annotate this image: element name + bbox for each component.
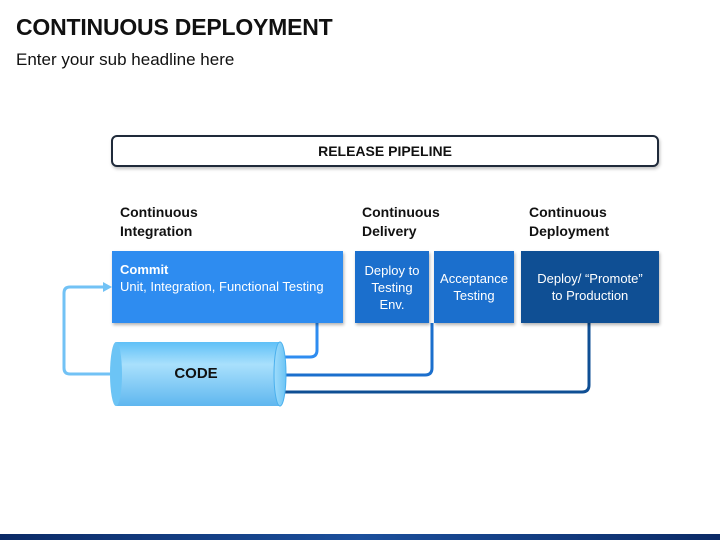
deploy-production-label: Deploy/ “Promote” to Production <box>537 271 643 303</box>
loop-arrow <box>62 285 116 376</box>
code-label: CODE <box>174 365 218 382</box>
commit-description: Unit, Integration, Functional Testing <box>120 279 324 294</box>
deploy-production-box: Deploy/ “Promote” to Production <box>521 251 659 323</box>
acceptance-testing-box: Acceptance Testing <box>434 251 514 323</box>
page-title: CONTINUOUS DEPLOYMENT <box>16 14 333 40</box>
loop-arrow-head <box>103 282 112 292</box>
connector-deployment <box>280 323 591 394</box>
acceptance-testing-label: Acceptance Testing <box>440 271 508 303</box>
connector-delivery <box>280 323 434 377</box>
commit-title: Commit <box>120 262 169 277</box>
release-pipeline-label: RELEASE PIPELINE <box>318 143 452 159</box>
stage-heading-delivery: Continuous Delivery <box>362 204 440 239</box>
code-cylinder <box>110 341 287 407</box>
deploy-testing-box: Deploy to Testing Env. <box>355 251 429 323</box>
footer-band <box>0 534 720 540</box>
page-subtitle: Enter your sub headline here <box>16 50 235 69</box>
commit-box: Commit Unit, Integration, Functional Tes… <box>112 251 343 323</box>
connector-commit <box>280 323 319 359</box>
stage-heading-deployment: Continuous Deployment <box>529 204 610 239</box>
deploy-testing-label: Deploy to Testing Env. <box>364 262 420 312</box>
stage-heading-integration: Continuous Integration <box>120 204 198 239</box>
release-pipeline-bar: RELEASE PIPELINE <box>111 135 659 167</box>
